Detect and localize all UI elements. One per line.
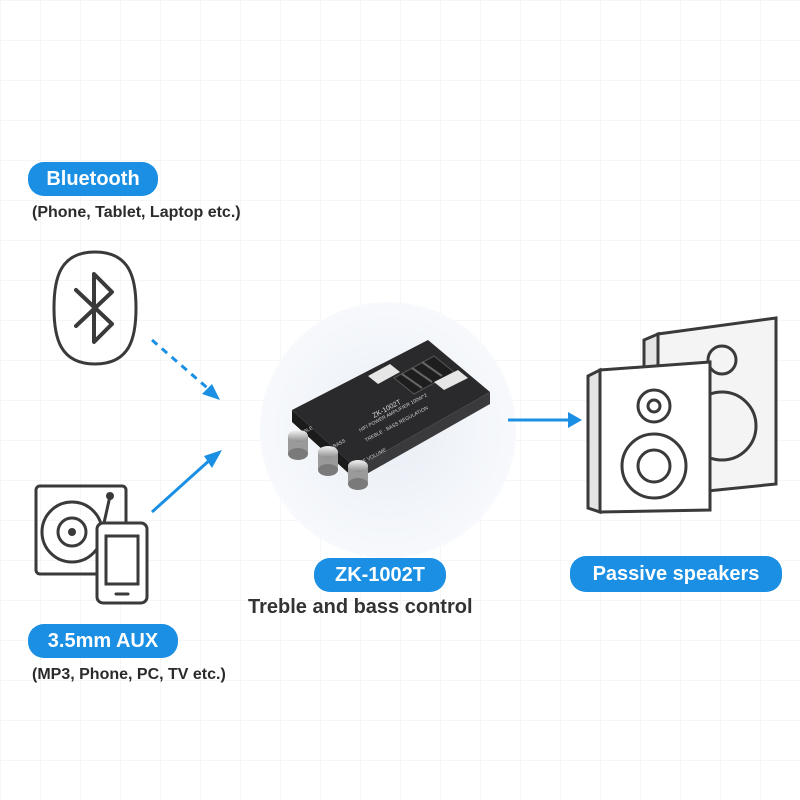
turntable-icon (34, 484, 128, 576)
silk-bass: BASS (332, 438, 347, 450)
amplifier-board: ZK-1002T HIFI POWER AMPLIFIER 100W*2 TRE… (260, 302, 516, 558)
speaker-icon (586, 316, 778, 515)
output-arrow (508, 412, 582, 428)
phone-icon (95, 521, 149, 605)
aux-sublabel: (MP3, Phone, PC, TV etc.) (32, 666, 226, 683)
board-model-label: ZK-1002T (314, 558, 446, 592)
bluetooth-sublabel: (Phone, Tablet, Laptop etc.) (32, 204, 241, 221)
board-caption: Treble and bass control (248, 596, 473, 618)
dashed-arrow (151, 338, 220, 400)
bluetooth-icon (52, 250, 138, 366)
speakers-label: Passive speakers (570, 556, 782, 592)
volume-knob (348, 460, 368, 490)
aux-label: 3.5mm AUX (28, 624, 178, 658)
bass-knob (318, 446, 338, 476)
bluetooth-label: Bluetooth (28, 162, 158, 196)
solid-arrow (150, 450, 222, 514)
treble-knob (288, 430, 308, 460)
